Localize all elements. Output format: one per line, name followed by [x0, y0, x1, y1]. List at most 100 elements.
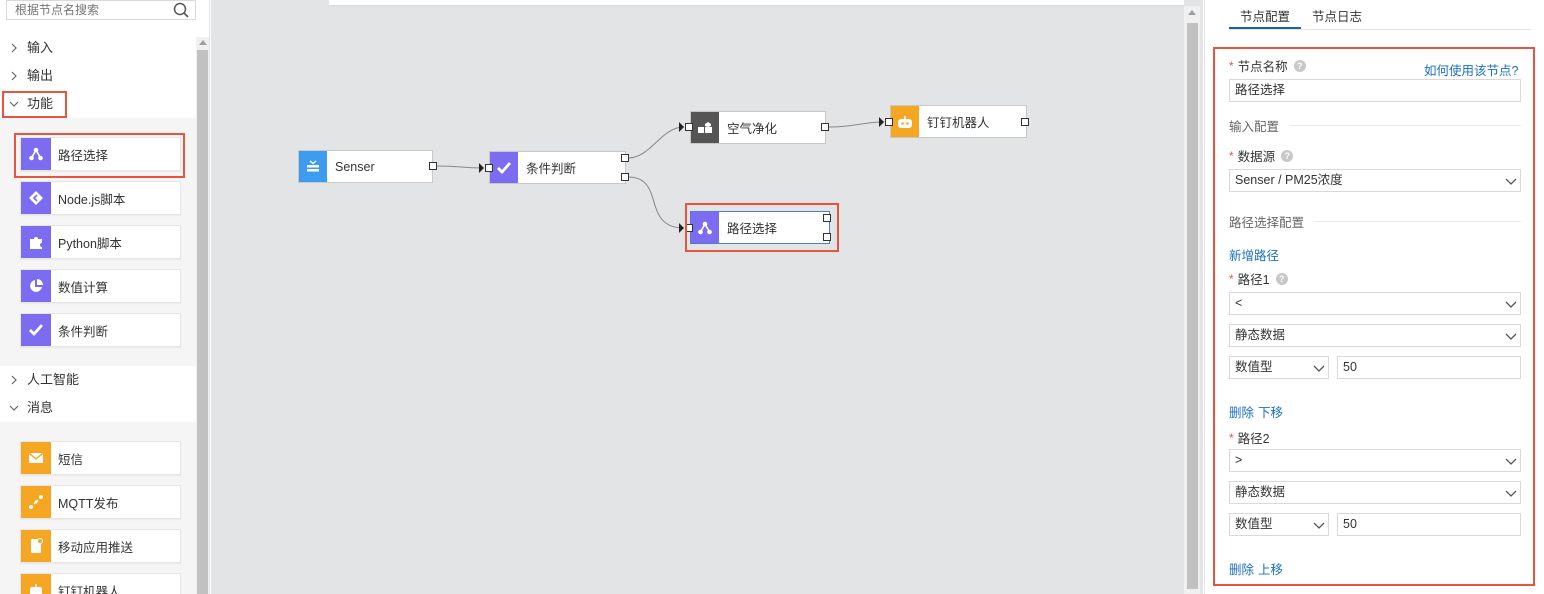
palette-item-calc[interactable]: 数值计算 — [20, 269, 181, 303]
route1-move-down-link[interactable]: 下移 — [1258, 406, 1284, 420]
dingtalk-input-port[interactable] — [885, 118, 893, 126]
node-search-input[interactable] — [7, 1, 167, 19]
category-label: 人工智能 — [27, 372, 80, 387]
route-output-port-1[interactable] — [823, 214, 831, 222]
palette-item-sms[interactable]: 短信 — [20, 441, 181, 475]
select-value: 静态数据 — [1235, 328, 1286, 342]
arrow-icon — [679, 122, 684, 132]
canvas-scrollbar[interactable] — [1184, 6, 1200, 594]
node-condition[interactable]: 条件判断 — [489, 151, 626, 184]
select-value: 数值型 — [1235, 517, 1273, 531]
palette-item-nodejs[interactable]: Node.js脚本 — [20, 181, 181, 215]
sensor-icon — [299, 151, 327, 182]
mail-icon — [21, 442, 51, 474]
dingtalk-output-port[interactable] — [1021, 118, 1029, 126]
add-route-link[interactable]: 新增路径 — [1229, 249, 1280, 263]
required-mark: * — [1229, 430, 1234, 445]
node-senser[interactable]: Senser — [298, 150, 433, 183]
help-icon[interactable]: ? — [1281, 149, 1294, 162]
category-message[interactable]: 消息 — [8, 397, 53, 419]
select-value: < — [1235, 296, 1243, 310]
category-ai[interactable]: 人工智能 — [8, 369, 79, 391]
chevron-down-icon — [1505, 458, 1517, 465]
help-icon[interactable]: ? — [1275, 272, 1288, 285]
section-title: 路径选择配置 — [1229, 216, 1305, 230]
required-mark: * — [1229, 148, 1234, 163]
datasource-label: * 数据源 ? — [1229, 146, 1294, 165]
route2-label: * 路径2 — [1229, 428, 1270, 447]
label-text: 节点名称 — [1237, 60, 1288, 74]
route2-delete-link[interactable]: 删除 — [1229, 563, 1255, 577]
condition-input-port[interactable] — [485, 164, 493, 172]
datasource-select[interactable]: Senser / PM25浓度 — [1229, 169, 1521, 192]
mobile-icon — [21, 530, 51, 562]
condition-output-port-1[interactable] — [621, 154, 629, 162]
route1-delete-link[interactable]: 删除 — [1229, 406, 1255, 420]
palette-item-python[interactable]: Python脚本 — [20, 225, 181, 259]
chevron-right-icon — [11, 71, 17, 81]
node-route-select[interactable]: 路径选择 — [690, 211, 830, 244]
air-output-port[interactable] — [821, 123, 829, 131]
route2-source-select[interactable]: 静态数据 — [1229, 481, 1521, 504]
select-value: 静态数据 — [1235, 485, 1286, 499]
palette-item-push[interactable]: 移动应用推送 — [20, 529, 181, 563]
palette-item-mqtt[interactable]: MQTT发布 — [20, 485, 181, 519]
flow-canvas[interactable]: Senser 条件判断 空气净化 钉钉机器人 路径选择 — [211, 0, 1203, 594]
required-mark: * — [1229, 58, 1234, 73]
senser-output-port[interactable] — [429, 162, 437, 170]
pie-chart-icon — [21, 270, 51, 302]
route-output-port-2[interactable] — [823, 233, 831, 241]
check-icon — [21, 314, 51, 346]
device-icon — [691, 112, 719, 143]
category-label: 消息 — [27, 400, 54, 415]
category-label: 输出 — [27, 68, 54, 83]
route2-operator-select[interactable]: > — [1229, 449, 1521, 472]
route-icon — [21, 138, 51, 170]
chevron-down-icon — [1313, 365, 1325, 372]
scroll-up-icon[interactable] — [199, 40, 207, 45]
route1-type-select[interactable]: 数值型 — [1229, 356, 1329, 379]
node-label: Senser — [335, 159, 375, 174]
route2-value-input[interactable]: 50 — [1337, 513, 1521, 536]
search-icon[interactable] — [173, 2, 189, 18]
tab-node-config[interactable]: 节点配置 — [1229, 8, 1302, 29]
panel-tabs: 节点配置 节点日志 — [1229, 8, 1373, 30]
chevron-down-icon — [1505, 301, 1517, 308]
palette-item-condition[interactable]: 条件判断 — [20, 313, 181, 347]
category-function[interactable]: 功能 — [8, 93, 53, 115]
scroll-up-icon[interactable] — [1188, 10, 1196, 15]
route1-value-input[interactable]: 50 — [1337, 356, 1521, 379]
route2-move-up-link[interactable]: 上移 — [1258, 563, 1284, 577]
chevron-down-icon — [1313, 522, 1325, 529]
category-output[interactable]: 输出 — [8, 65, 53, 87]
air-input-port[interactable] — [685, 123, 693, 131]
node-palette: 输入 输出 功能 路径选择 Node.js脚本 Python脚本 数值计算 — [0, 0, 210, 594]
route2-type-select[interactable]: 数值型 — [1229, 513, 1329, 536]
section-divider — [1314, 221, 1521, 222]
arrow-icon — [879, 117, 884, 127]
palette-item-dingtalk[interactable]: 钉钉机器人 — [20, 573, 181, 594]
node-search[interactable] — [6, 0, 196, 20]
palette-item-route-select[interactable]: 路径选择 — [20, 137, 181, 171]
node-label: 空气净化 — [727, 122, 778, 136]
tab-node-log[interactable]: 节点日志 — [1312, 10, 1363, 24]
palette-scrollbar[interactable] — [196, 37, 209, 594]
arrow-icon — [679, 223, 684, 233]
condition-output-port-2[interactable] — [621, 173, 629, 181]
category-input[interactable]: 输入 — [8, 37, 53, 59]
node-name-input[interactable]: 路径选择 — [1229, 79, 1521, 102]
chevron-down-icon — [1505, 490, 1517, 497]
help-icon[interactable]: ? — [1293, 59, 1306, 72]
edge-air-dingtalk — [828, 121, 885, 128]
puzzle-icon — [21, 226, 51, 258]
edge-condition-air — [627, 126, 685, 159]
scrollbar-thumb[interactable] — [197, 50, 208, 594]
route1-operator-select[interactable]: < — [1229, 292, 1521, 315]
route1-source-select[interactable]: 静态数据 — [1229, 324, 1521, 347]
route-item-highlight — [14, 133, 185, 178]
node-air-purify[interactable]: 空气净化 — [690, 111, 826, 144]
how-to-use-link[interactable]: 如何使用该节点? — [1424, 64, 1519, 78]
palette-item-label: 短信 — [58, 452, 84, 467]
node-dingtalk[interactable]: 钉钉机器人 — [890, 105, 1027, 138]
scrollbar-thumb[interactable] — [1187, 23, 1198, 589]
